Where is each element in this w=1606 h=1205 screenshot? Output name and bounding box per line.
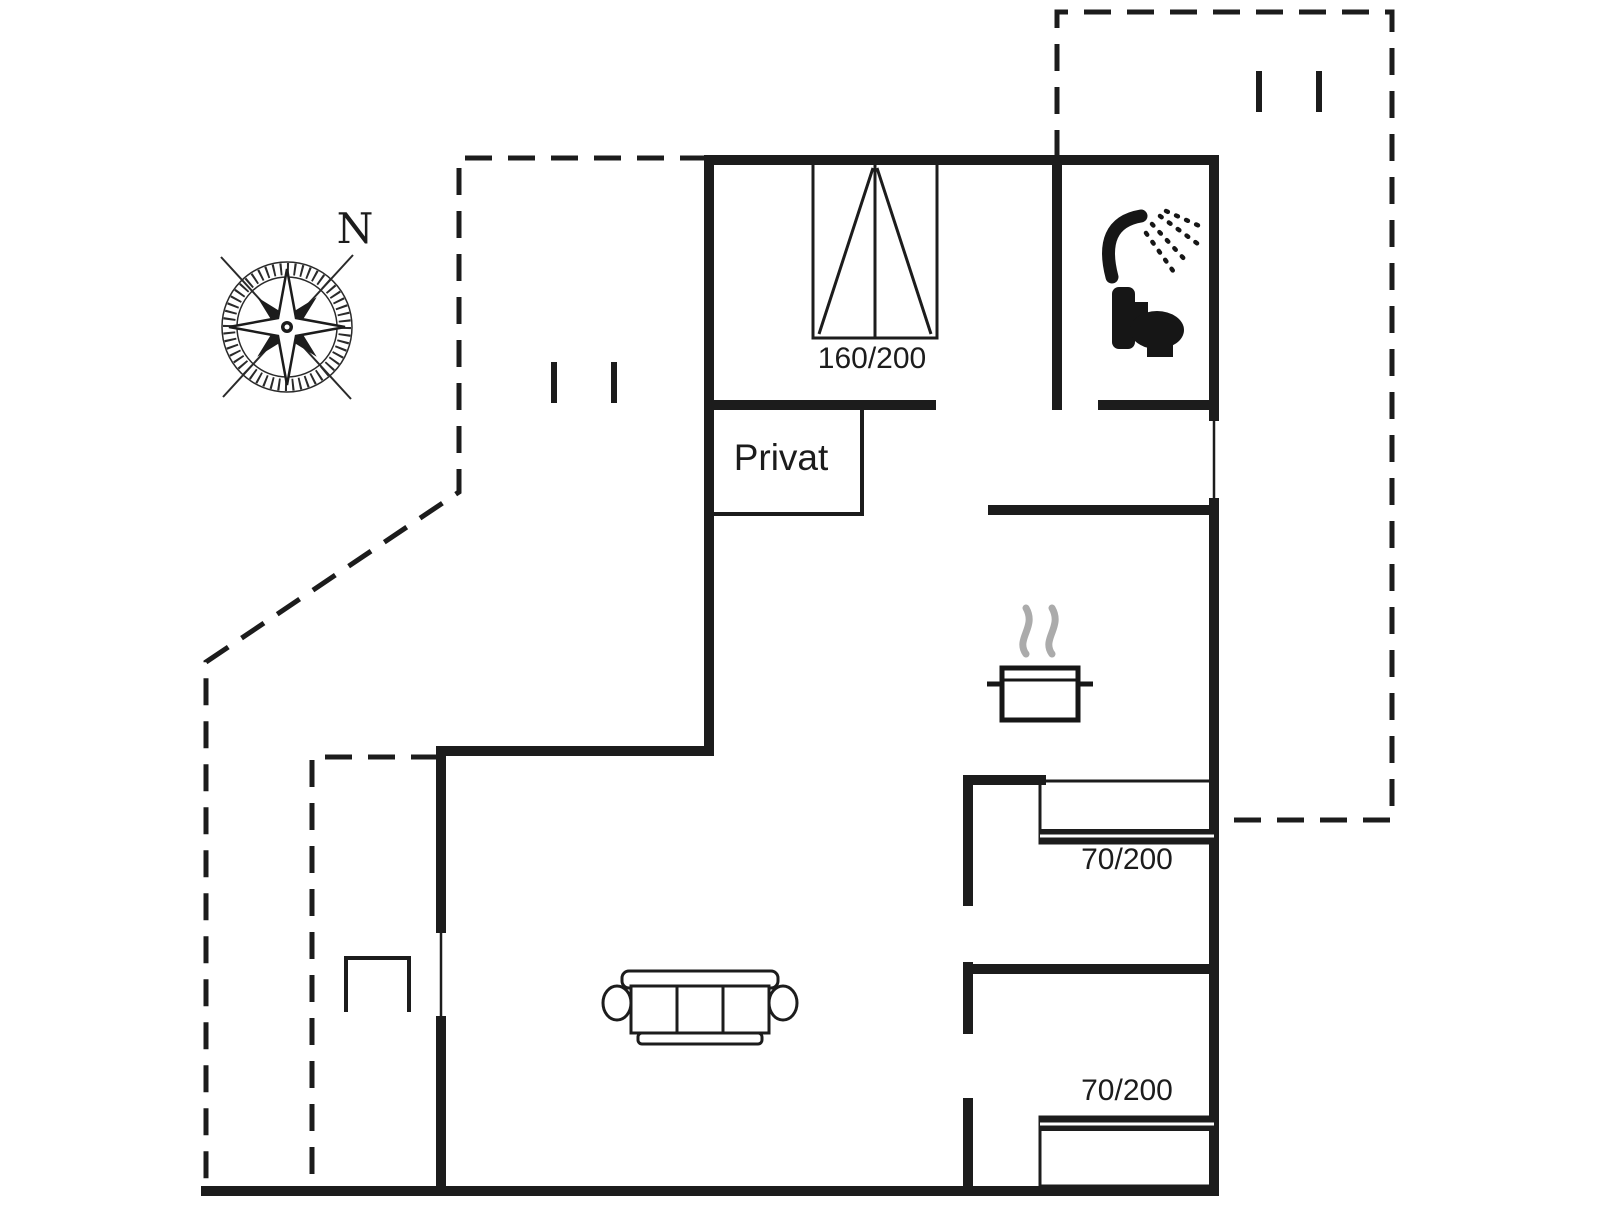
single-bed-top-label: 70/200 [1081, 843, 1173, 876]
shower-icon [1102, 208, 1207, 284]
terrace-posts-right [1256, 71, 1322, 112]
wall-top-and-left-upper [704, 155, 1219, 755]
steam-icon [1045, 604, 1059, 658]
sofa-arm-left [601, 984, 633, 1022]
cooking-pot-icon [987, 604, 1093, 723]
compass-center-hole [284, 324, 290, 330]
double-bed-fold-left [817, 167, 875, 335]
sofa-seat [629, 984, 771, 1035]
terrace-outline-inner [309, 754, 438, 1186]
toilet-tank [1112, 287, 1135, 349]
pot-body [999, 665, 1081, 723]
terrace-posts-left [551, 362, 617, 403]
double-bed-fold-right [875, 167, 933, 335]
terrace-outline-top-right [1054, 9, 1395, 823]
toilet-base [1147, 344, 1173, 357]
double-bed-icon [811, 160, 939, 340]
toilet-icon [1112, 287, 1184, 357]
sofa-front-edge [636, 1031, 764, 1046]
privat-label: Privat [734, 437, 829, 478]
shower-spray [1143, 208, 1207, 278]
double-bed-label: 160/200 [818, 342, 926, 375]
sofa-arm-right [767, 984, 799, 1022]
terrace-boundary [203, 9, 1395, 1188]
sofa-icon [601, 969, 799, 1046]
single-bed-bottom-icon [1038, 1115, 1216, 1188]
north-label: N [337, 204, 374, 253]
privat-room-walls [707, 405, 864, 516]
entrance-steps [344, 956, 411, 1012]
privat-room: Privat [707, 405, 864, 516]
single-bed-top-icon [1038, 779, 1216, 845]
toilet-bowl [1130, 311, 1184, 349]
compass-rose-icon [220, 254, 354, 400]
single-bed-bottom-label: 70/200 [1081, 1074, 1173, 1107]
interior-walls [704, 155, 1219, 1191]
steam-icon [1019, 604, 1033, 658]
shower-head [1102, 209, 1148, 284]
compass-outer-ring [221, 261, 353, 393]
wall-openings [439, 421, 1216, 1016]
terrace-outline-left [203, 155, 707, 1188]
